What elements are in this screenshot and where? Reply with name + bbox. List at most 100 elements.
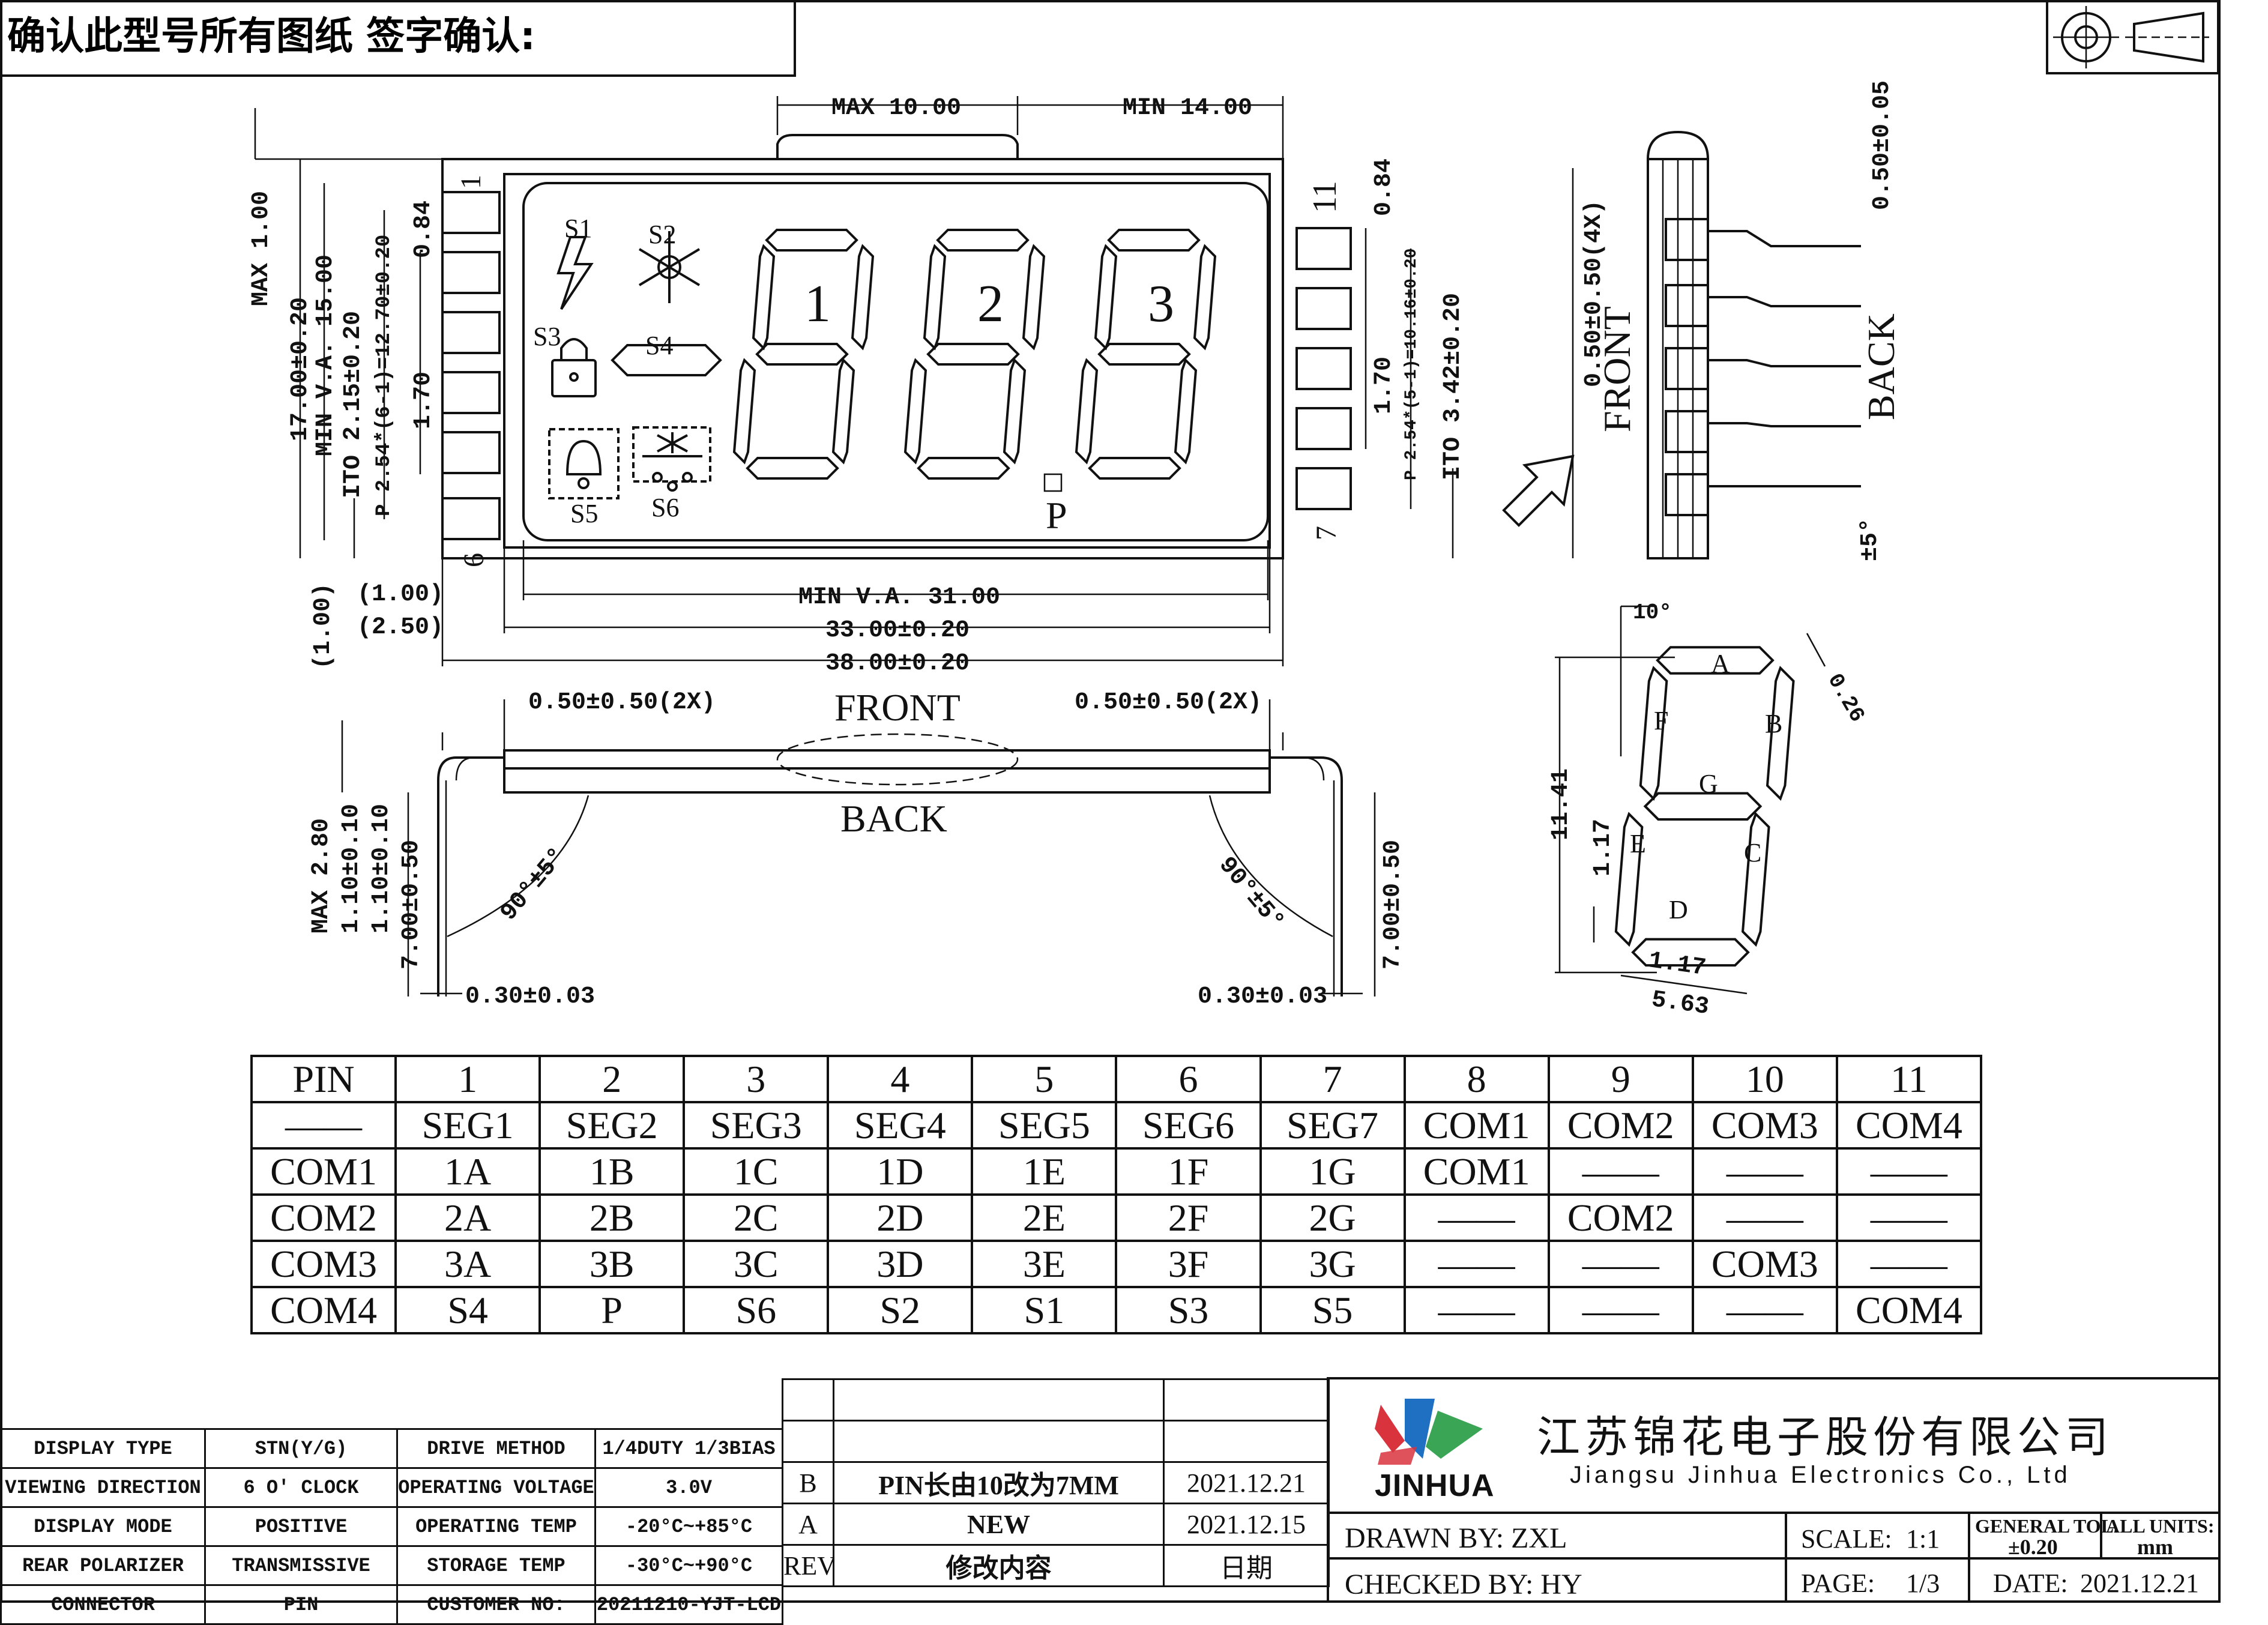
icon-s6-label: S6	[651, 493, 679, 522]
angle-left: 90°±5°	[495, 843, 572, 926]
view-arrow-icon	[1502, 454, 1575, 527]
spec-cell: DRIVE METHOD	[396, 1428, 596, 1469]
segment-label: G	[1699, 769, 1718, 798]
segment-g	[1643, 792, 1763, 821]
spec-cell: 6 O' CLOCK	[204, 1467, 398, 1508]
pin-table-cell: 2	[538, 1055, 686, 1103]
dim-max-left: MAX 1.00	[248, 191, 275, 306]
lightning-icon	[556, 236, 594, 310]
drawn-by: DRAWN BY: ZXL	[1345, 1522, 1567, 1554]
icon-s1-label: S1	[564, 214, 592, 243]
pin-table-cell: ——	[1835, 1193, 1983, 1242]
spec-cell: REAR POLARIZER	[0, 1545, 206, 1586]
dim-height: 17.00±0.20	[287, 297, 314, 441]
bottom-view: FRONT BACK 0.50±0.50(2X) 0.50±0.50(2X) 9…	[308, 686, 1407, 1010]
pin-table-cell: S6	[683, 1286, 830, 1334]
pin-table-cell: SEG4	[827, 1101, 974, 1150]
seg-dim-height: 11.41	[1548, 768, 1575, 840]
side-front-label: FRONT	[1596, 306, 1638, 432]
pin-table-cell: ——	[1403, 1193, 1550, 1242]
pin-table-cell: 3A	[394, 1240, 541, 1288]
drawing-frame	[0, 0, 2221, 1603]
pin-1-label: 1	[455, 175, 487, 189]
pin-11-label: 11	[1306, 181, 1344, 213]
lcd-glass-outer	[441, 158, 1284, 559]
segment-a	[936, 229, 1030, 252]
pin-table-cell: COM2	[1547, 1101, 1694, 1150]
segment-label: A	[1711, 649, 1730, 678]
segment-e	[732, 358, 756, 465]
pin-table-cell: 3D	[827, 1240, 974, 1288]
p-square	[1043, 473, 1063, 492]
pin-table-cell: 7	[1259, 1055, 1406, 1103]
dim-pin-w-r: 0.30±0.03	[1198, 983, 1327, 1010]
dim-ito-right: ITO 3.42±0.20	[1440, 293, 1467, 480]
segment-a	[765, 229, 858, 252]
dim-ito: ITO 2.15±0.20	[340, 311, 367, 498]
pin-table-cell: PIN	[250, 1055, 397, 1103]
segment-c	[1003, 358, 1027, 465]
spec-cell: STN(Y/G)	[204, 1428, 398, 1469]
pin-table-cell: S4	[394, 1286, 541, 1334]
digit-2-label: 2	[977, 275, 1004, 333]
pin-table-cell: 2C	[683, 1193, 830, 1242]
pin-table-cell: 2A	[394, 1193, 541, 1242]
spec-cell: -20°C~+85°C	[594, 1506, 783, 1547]
pin-table-cell: COM3	[1691, 1101, 1838, 1150]
revision-cell	[1163, 1378, 1330, 1421]
bell-icon	[548, 428, 620, 499]
segment-a	[1107, 229, 1201, 252]
segment-label: D	[1669, 895, 1688, 924]
pin-table-cell: COM4	[250, 1286, 397, 1334]
digit-3-label: 3	[1148, 275, 1174, 333]
scale-label: SCALE:	[1801, 1524, 1892, 1554]
pin-table-cell: SEG6	[1115, 1101, 1262, 1150]
segment-g	[755, 343, 849, 366]
pin-table-cell: 3B	[538, 1240, 686, 1288]
dim-pin-len-r: 7.00±0.50	[1380, 840, 1407, 969]
pin-6-label: 6	[458, 553, 490, 567]
dim-pitch-right: P 2.54*(5-1)=10.16±0.20	[1402, 249, 1421, 480]
segment-f	[923, 244, 947, 351]
logo-blue-mark	[1405, 1399, 1435, 1459]
segment-b	[1766, 666, 1795, 801]
pin-table-cell: ——	[1835, 1240, 1983, 1288]
lcd-glass-inner	[503, 173, 1271, 549]
confirm-box	[0, 0, 796, 77]
pin-table-cell: COM4	[1835, 1101, 1983, 1150]
right-pins	[1295, 227, 1352, 510]
dim-va-width: MIN V.A. 31.00	[798, 584, 1000, 611]
pin-table-cell: 2G	[1259, 1193, 1406, 1242]
revision-cell: NEW	[833, 1503, 1165, 1546]
dim-max-top: MAX 10.00	[831, 95, 961, 122]
icon-s4-label: S4	[645, 331, 673, 360]
segment-g	[1097, 343, 1191, 366]
pin-table-cell: COM1	[250, 1147, 397, 1196]
segment-c	[831, 358, 855, 465]
spec-cell: STORAGE TEMP	[396, 1545, 596, 1586]
segment-e	[1075, 358, 1099, 465]
pin-table-cell: ——	[1547, 1147, 1694, 1196]
dim-110b: 1.10±0.10	[368, 804, 395, 933]
revision-cell: PIN长由10改为7MM	[833, 1461, 1165, 1504]
projection-symbol	[2046, 0, 2219, 74]
pin-table-cell: COM3	[1691, 1240, 1838, 1288]
pin-table-cell: 1	[394, 1055, 541, 1103]
spec-cell: VIEWING DIRECTION	[0, 1467, 206, 1508]
spec-cell: TRANSMISSIVE	[204, 1545, 398, 1586]
revision-row	[782, 1378, 1330, 1421]
spec-cell: PIN	[204, 1584, 398, 1625]
pin-table-cell: S3	[1115, 1286, 1262, 1334]
pin-table-cell: COM2	[1547, 1193, 1694, 1242]
pin-table-cell: SEG5	[971, 1101, 1118, 1150]
pin-table-cell: SEG2	[538, 1101, 686, 1150]
dim-084-right: 0.84	[1371, 158, 1398, 216]
